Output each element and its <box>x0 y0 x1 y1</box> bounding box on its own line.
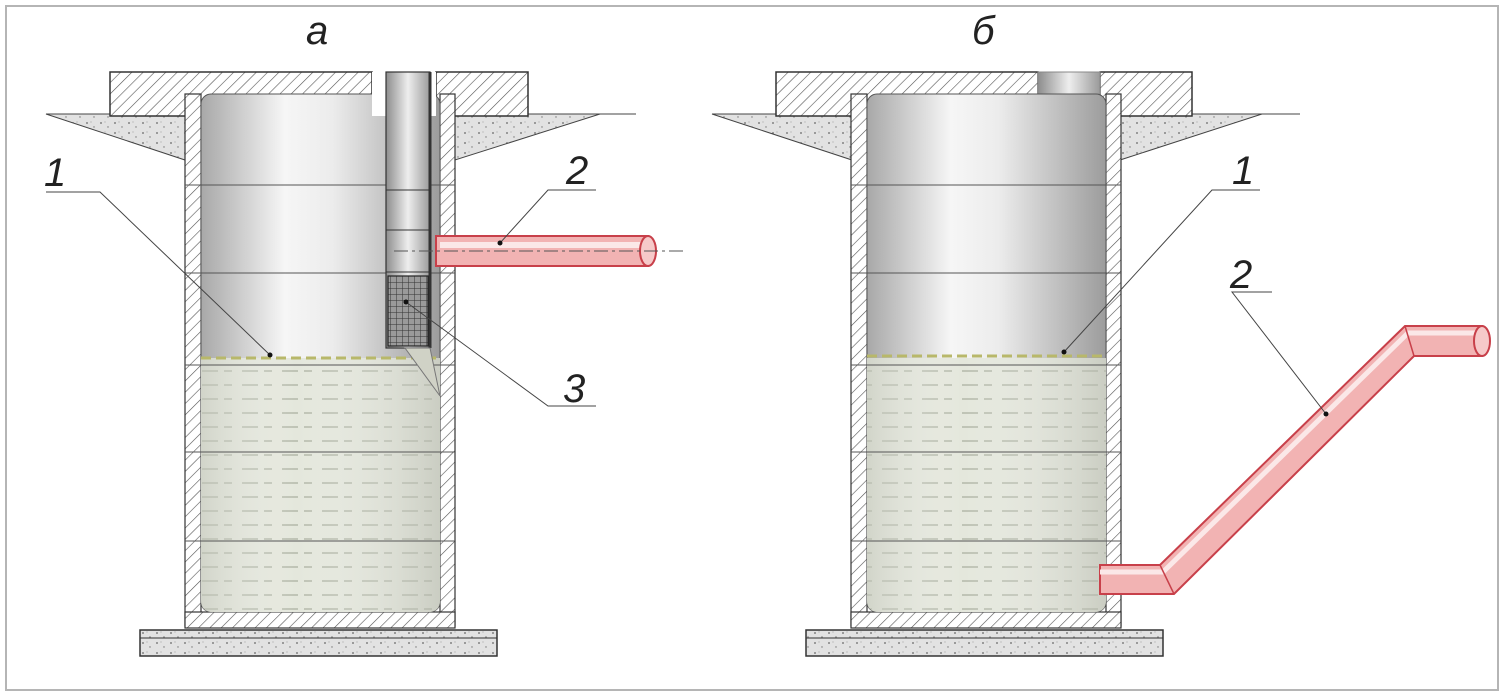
panel-a-title: а <box>306 9 328 53</box>
wall-left <box>184 93 202 627</box>
label-tank-a: 1 <box>44 151 66 195</box>
ground-left <box>711 113 853 161</box>
wall-bottom <box>850 611 1122 629</box>
water-shading <box>867 358 1106 612</box>
base-slab <box>139 629 498 657</box>
wall-left <box>850 93 868 627</box>
diagram-frame <box>5 5 1499 691</box>
label-filter-a: 3 <box>563 367 585 411</box>
wall-right <box>1105 93 1122 627</box>
filter-grid <box>387 275 429 347</box>
wall-right <box>439 93 456 627</box>
panel-a: а 1 2 3 <box>44 9 686 657</box>
panel-b: б 1 2 <box>711 9 1491 657</box>
pipe-horizontal <box>435 235 649 267</box>
pipe-end <box>1473 325 1491 357</box>
tank-rings <box>851 184 1121 542</box>
base-slab <box>805 629 1164 657</box>
filter-cone <box>404 347 441 397</box>
leader-lines <box>1063 189 1327 415</box>
pipe-inclined <box>1099 325 1491 595</box>
hatch-opening <box>1037 71 1101 95</box>
label-tank-b: 1 <box>1232 149 1254 193</box>
water-shading <box>201 358 440 612</box>
label-pipe-a: 2 <box>565 149 588 193</box>
wall-bottom <box>184 611 456 629</box>
panel-b-title: б <box>972 9 996 53</box>
label-pipe-b: 2 <box>1229 253 1252 297</box>
ground-left <box>45 113 186 161</box>
leader-lines <box>46 189 596 407</box>
